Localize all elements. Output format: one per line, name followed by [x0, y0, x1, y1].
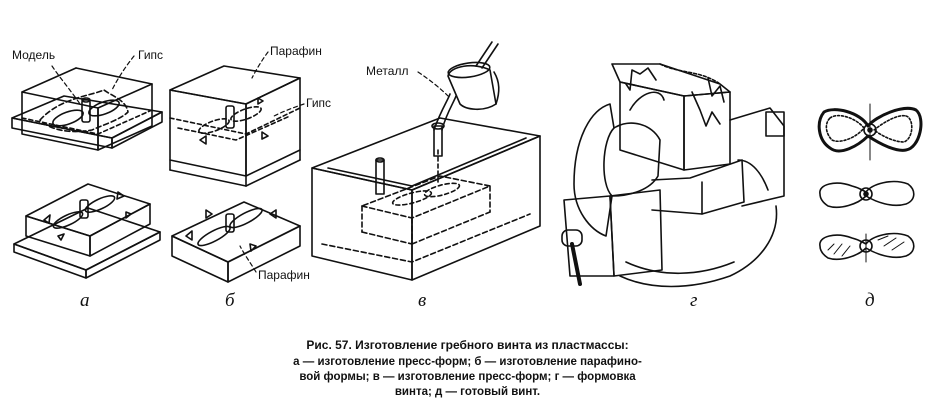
figure-caption-line-2: вой формы; в — изготовление пресс-форм; … — [299, 371, 636, 383]
label-metall: Металл — [366, 64, 409, 78]
panel-letter-v: в — [418, 290, 427, 311]
leader-lines — [51, 51, 449, 273]
panel-letter-b: б — [225, 290, 235, 311]
panel-d-propellers — [817, 103, 923, 263]
figure-caption-title: Рис. 57. Изготовление гребного винта из … — [306, 338, 629, 352]
label-parafin-b-bottom: Парафин — [258, 268, 310, 282]
panel-g-vise — [561, 63, 785, 288]
panel-b-bottom-mold — [171, 201, 301, 283]
label-gips-b: Гипс — [306, 96, 332, 110]
panel-a-bottom-mold — [13, 183, 161, 279]
panel-a-top-box — [11, 67, 163, 151]
panel-b-top-box — [169, 65, 301, 187]
label-parafin-b-top: Парафин — [270, 44, 322, 58]
panel-letter-g: г — [690, 290, 698, 311]
label-gips-a: Гипс — [138, 48, 164, 62]
figure-caption-line-1: а — изготовление пресс-форм; б — изготов… — [293, 356, 642, 368]
panel-v-casting-box — [311, 41, 541, 281]
figure-caption-line-3: винта; д — готовый винт. — [394, 386, 541, 398]
panel-letter-a: а — [80, 290, 90, 311]
panel-letter-d: д — [865, 290, 875, 311]
label-model: Модель — [12, 48, 56, 62]
